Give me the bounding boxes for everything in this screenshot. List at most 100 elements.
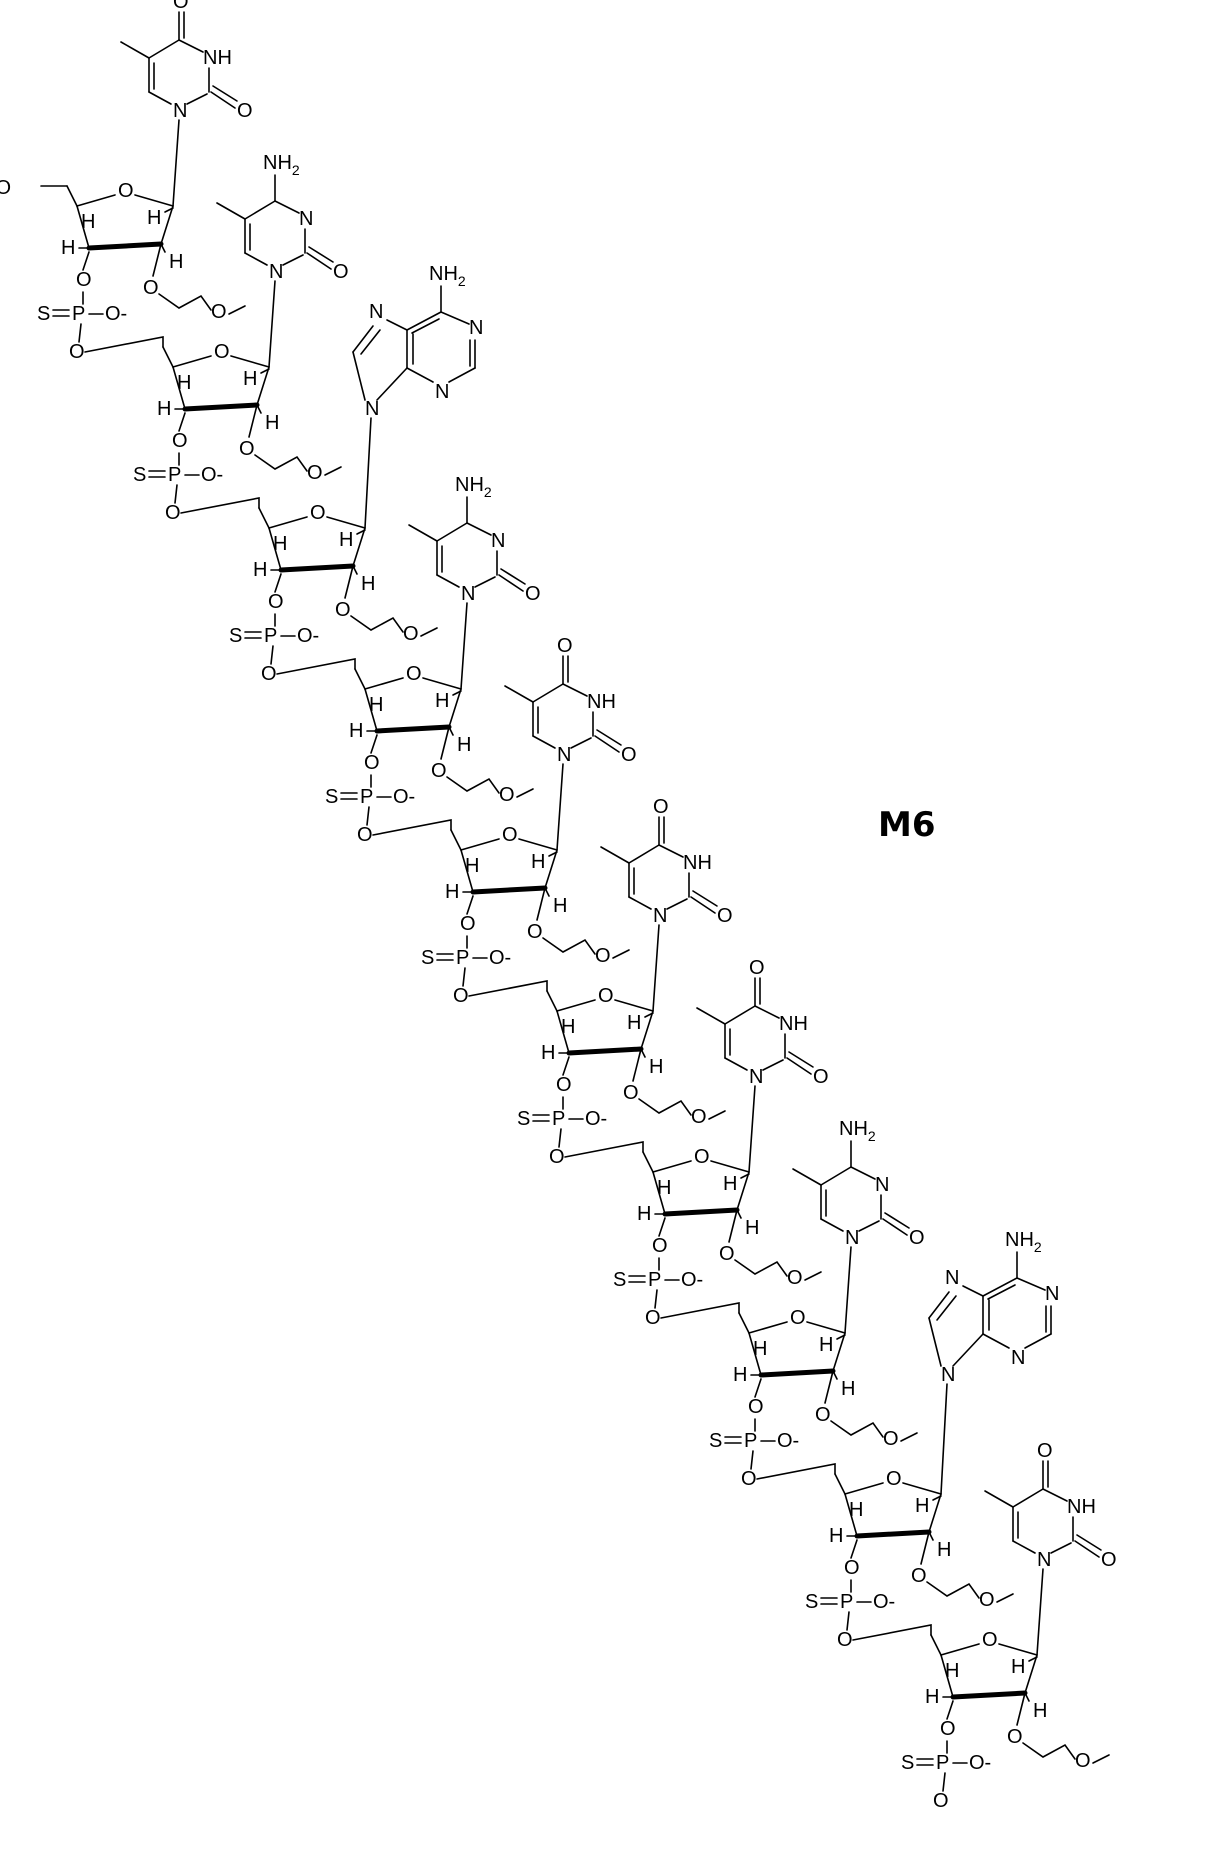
ring-oxygen: O <box>406 663 422 685</box>
bond <box>366 806 370 826</box>
bond <box>244 200 276 220</box>
ring-oxygen: O <box>694 1146 710 1168</box>
bond <box>628 896 652 910</box>
double-bond <box>308 246 334 263</box>
methoxyethyl-chain <box>926 1581 980 1599</box>
bond <box>846 1611 850 1631</box>
sulfur-label: S <box>613 1269 626 1291</box>
mo-ether-oxygen: O <box>527 921 543 943</box>
o5-oxygen: O <box>165 502 181 524</box>
bond <box>652 1171 666 1215</box>
h3-label: H <box>733 1364 747 1386</box>
ring-oxygen: O <box>502 824 518 846</box>
o3-oxygen: O <box>844 1557 860 1579</box>
o5-oxygen: O <box>549 1146 565 1168</box>
bond <box>356 529 366 535</box>
carbonyl-oxygen: O <box>621 744 637 766</box>
sulfur-label: S <box>901 1752 914 1774</box>
sugar-bold-edge <box>86 241 164 251</box>
bond <box>174 484 178 504</box>
amine-subscript: 2 <box>484 484 492 500</box>
h3-label: H <box>541 1042 555 1064</box>
bond <box>268 516 308 529</box>
bond <box>352 527 366 567</box>
mo-ether-oxygen: O <box>911 1565 927 1587</box>
methyl-bond <box>408 524 438 542</box>
bond <box>1028 1656 1038 1662</box>
methyl-bond <box>804 1271 822 1281</box>
bond <box>406 367 434 383</box>
double-bond <box>596 729 622 746</box>
h1-label: H <box>1011 1656 1025 1678</box>
bond <box>422 677 462 690</box>
oxide-anion-label: O- <box>969 1752 991 1774</box>
n3-label: N <box>299 208 313 230</box>
mo-ether-oxygen: O <box>623 1082 639 1104</box>
double-bond <box>884 1212 910 1229</box>
bond <box>750 1450 754 1470</box>
bond <box>740 1173 750 1179</box>
double-bond <box>1076 1534 1102 1551</box>
o5-oxygen: O <box>357 824 373 846</box>
bond <box>658 1217 666 1237</box>
n1-label: N <box>1045 1283 1059 1305</box>
phosphodiester-link <box>756 1463 836 1480</box>
bond <box>466 895 474 915</box>
oxide-anion-label: O- <box>105 303 127 325</box>
methoxy-oxygen: O <box>979 1589 995 1611</box>
bond <box>820 1218 844 1232</box>
h2-label: H <box>265 412 279 434</box>
bond <box>352 325 374 353</box>
bond <box>406 311 442 331</box>
amine-label: NH2 <box>263 152 300 178</box>
bond <box>658 844 684 858</box>
bond <box>436 522 468 542</box>
bond <box>786 1057 812 1075</box>
h1-label: H <box>819 1334 833 1356</box>
bond <box>210 91 236 109</box>
bond <box>436 574 460 588</box>
bond <box>256 366 270 406</box>
bond <box>1024 1333 1052 1349</box>
bond <box>562 683 588 697</box>
bond <box>920 1531 930 1565</box>
bond <box>460 838 500 851</box>
methoxyethyl-chain <box>350 615 404 633</box>
bond <box>834 1473 846 1495</box>
double-bond <box>987 1284 1016 1300</box>
mo-ether-oxygen: O <box>719 1243 735 1265</box>
bond <box>832 1332 846 1372</box>
oxide-anion-label: O- <box>201 464 223 486</box>
sugar-bold-edge <box>758 1368 836 1378</box>
methyl-bond <box>324 466 342 476</box>
h3-label: H <box>61 237 75 259</box>
h2-label: H <box>745 1217 759 1239</box>
oxide-anion-label: O- <box>393 786 415 808</box>
glycosidic-bond <box>556 763 564 851</box>
bond <box>628 844 660 864</box>
phosphorus-label: P <box>456 947 469 969</box>
bond <box>498 574 524 592</box>
carbonyl-oxygen: O <box>1037 1440 1053 1462</box>
methyl-bond <box>504 685 534 703</box>
mo-ether-oxygen: O <box>239 438 255 460</box>
bond <box>354 668 366 690</box>
phosphorus-label: P <box>552 1108 565 1130</box>
bond <box>344 565 354 599</box>
double-bond <box>788 1051 814 1068</box>
h2-label: H <box>937 1539 951 1561</box>
methoxy-oxygen: O <box>691 1106 707 1128</box>
bond <box>518 838 558 851</box>
bond <box>748 1332 762 1376</box>
bond <box>738 1312 750 1334</box>
carbonyl-oxygen: O <box>749 957 765 979</box>
bond <box>748 1321 788 1334</box>
sugar-bold-edge <box>662 1207 740 1217</box>
carbonyl-oxygen: O <box>909 1227 925 1249</box>
hydroxyl-label: HO <box>0 177 11 199</box>
bond <box>902 1482 942 1495</box>
bond <box>724 1057 748 1071</box>
o3-oxygen: O <box>460 913 476 935</box>
methoxyethyl-chain <box>830 1420 884 1438</box>
bond <box>946 1700 954 1720</box>
